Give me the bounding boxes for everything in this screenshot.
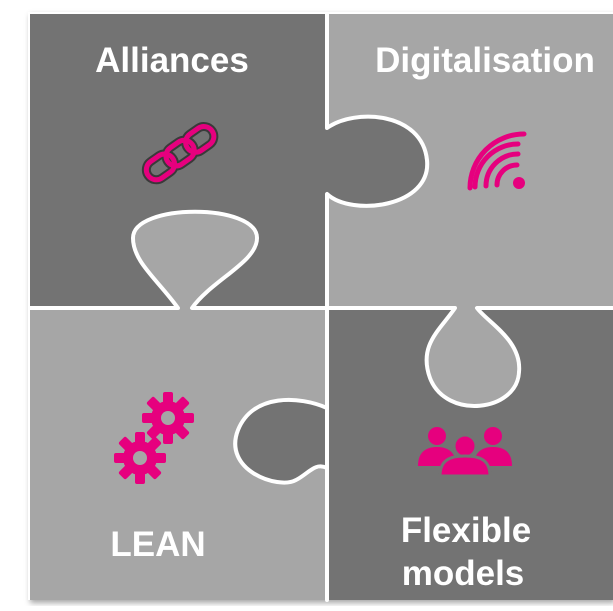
label-digitalisation: Digitalisation xyxy=(375,41,595,80)
label-flexible: Flexible xyxy=(401,511,531,550)
knob-bottom-right-to-left xyxy=(237,401,329,482)
knob-top-left-to-right xyxy=(325,118,426,204)
gears-icon xyxy=(114,392,194,484)
knob-bottom-left-to-top xyxy=(135,213,255,310)
knob-top-right-to-bottom xyxy=(428,306,518,405)
wifi-signal-icon xyxy=(467,131,527,191)
puzzle-seams xyxy=(28,12,613,602)
people-group-icon xyxy=(418,427,512,478)
chain-link-icon xyxy=(141,121,219,185)
label-models: models xyxy=(402,554,525,593)
label-lean: LEAN xyxy=(110,525,205,564)
label-alliances: Alliances xyxy=(95,41,249,80)
